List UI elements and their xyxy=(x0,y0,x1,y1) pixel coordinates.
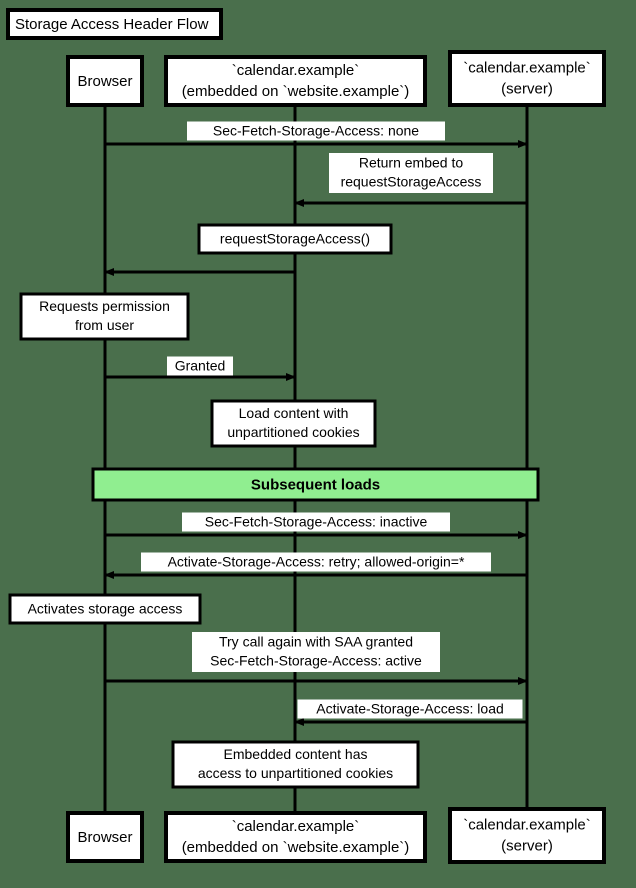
participant-label-line1: `calendar.example` xyxy=(463,59,591,76)
message-note-label: requestStorageAccess() xyxy=(220,231,370,247)
message-m5: Sec-Fetch-Storage-Access: inactive xyxy=(105,512,528,539)
lifelines-group xyxy=(103,105,529,813)
message-label: Sec-Fetch-Storage-Access: inactive xyxy=(205,514,428,530)
participant-label-line2: (embedded on `website.example`) xyxy=(182,83,410,100)
message-label-bg xyxy=(182,512,450,532)
participant-browser-top[interactable]: Browser xyxy=(66,55,144,107)
participant-label: Browser xyxy=(77,73,132,90)
message-m3: requestStorageAccess() xyxy=(104,223,393,276)
message-label-line1: Try call again with SAA granted xyxy=(219,634,413,650)
note-label-line2: from user xyxy=(75,317,134,333)
message-label-line2: requestStorageAccess xyxy=(341,174,482,190)
participant-browser-bottom[interactable]: Browser xyxy=(66,811,144,863)
message-label: Sec-Fetch-Storage-Access: none xyxy=(213,123,419,139)
message-label-bg xyxy=(192,632,440,672)
participant-embed-bottom[interactable]: `calendar.example` (embedded on `website.… xyxy=(164,811,427,863)
participant-box[interactable] xyxy=(448,50,606,107)
note-n2: Load content with unpartitioned cookies xyxy=(210,399,377,448)
participant-box[interactable] xyxy=(66,811,144,863)
participant-label-line2: (server) xyxy=(501,80,553,97)
note-label-line1: Requests permission xyxy=(39,298,170,314)
note-label: Activates storage access xyxy=(28,601,183,617)
message-label-bg xyxy=(297,699,523,719)
participant-box[interactable] xyxy=(164,55,427,107)
participant-label: Browser xyxy=(77,829,132,846)
message-label: Activate-Storage-Access: retry; allowed-… xyxy=(168,554,465,570)
participant-label-line2: (server) xyxy=(501,837,553,854)
message-m7: Try call again with SAA grantedSec-Fetch… xyxy=(105,632,528,685)
note-label-line1: Load content with xyxy=(239,405,349,421)
participant-server-bottom[interactable]: `calendar.example` (server) xyxy=(448,807,606,864)
note-box xyxy=(210,399,377,448)
note-box xyxy=(8,593,202,625)
note-box xyxy=(171,740,420,789)
participant-label-line1: `calendar.example` xyxy=(463,816,591,833)
note-label-line2: access to unpartitioned cookies xyxy=(198,765,393,781)
message-label: Activate-Storage-Access: load xyxy=(316,701,504,717)
participant-embed-top[interactable]: `calendar.example` (embedded on `website.… xyxy=(164,55,427,107)
message-label-line1: Return embed to xyxy=(359,155,463,171)
message-m8: Activate-Storage-Access: load xyxy=(294,699,527,726)
message-label-line2: Sec-Fetch-Storage-Access: active xyxy=(210,653,422,669)
message-label-bg xyxy=(187,121,445,141)
message-m6: Activate-Storage-Access: retry; allowed-… xyxy=(104,552,527,579)
participant-server-top[interactable]: `calendar.example` (server) xyxy=(448,50,606,107)
participant-box[interactable] xyxy=(164,811,427,863)
participant-label-line1: `calendar.example` xyxy=(232,818,360,835)
message-label-bg xyxy=(167,356,233,376)
divider-band xyxy=(91,467,540,502)
participant-box[interactable] xyxy=(66,55,144,107)
diagram-title-group: Storage Access Header Flow xyxy=(6,8,223,40)
note-label-line1: Embedded content has xyxy=(224,746,368,762)
diagram-title-label: Storage Access Header Flow xyxy=(15,16,209,33)
message-label-bg xyxy=(141,552,491,572)
message-m1: Sec-Fetch-Storage-Access: none xyxy=(105,121,528,148)
message-m4: Granted xyxy=(105,356,296,381)
participant-label-line1: `calendar.example` xyxy=(232,62,360,79)
message-m2: Return embed to requestStorageAccess xyxy=(294,153,527,207)
note-n3: Activates storage access xyxy=(8,593,202,625)
divider-label: Subsequent loads xyxy=(251,476,380,493)
note-n1: Requests permission from user xyxy=(19,292,190,341)
message-note-box xyxy=(197,223,393,255)
message-label-bg xyxy=(329,153,493,193)
diagram-title-box xyxy=(6,8,223,40)
actors-group: BrowserBrowser`calendar.example`(embedde… xyxy=(66,50,606,864)
note-label-line2: unpartitioned cookies xyxy=(227,424,359,440)
participant-label-line2: (embedded on `website.example`) xyxy=(182,839,410,856)
note-n4: Embedded content has access to unpartitio… xyxy=(171,740,420,789)
divider-group: Subsequent loads xyxy=(91,467,540,502)
message-label: Granted xyxy=(175,358,226,374)
note-box xyxy=(19,292,190,341)
participant-box[interactable] xyxy=(448,807,606,864)
